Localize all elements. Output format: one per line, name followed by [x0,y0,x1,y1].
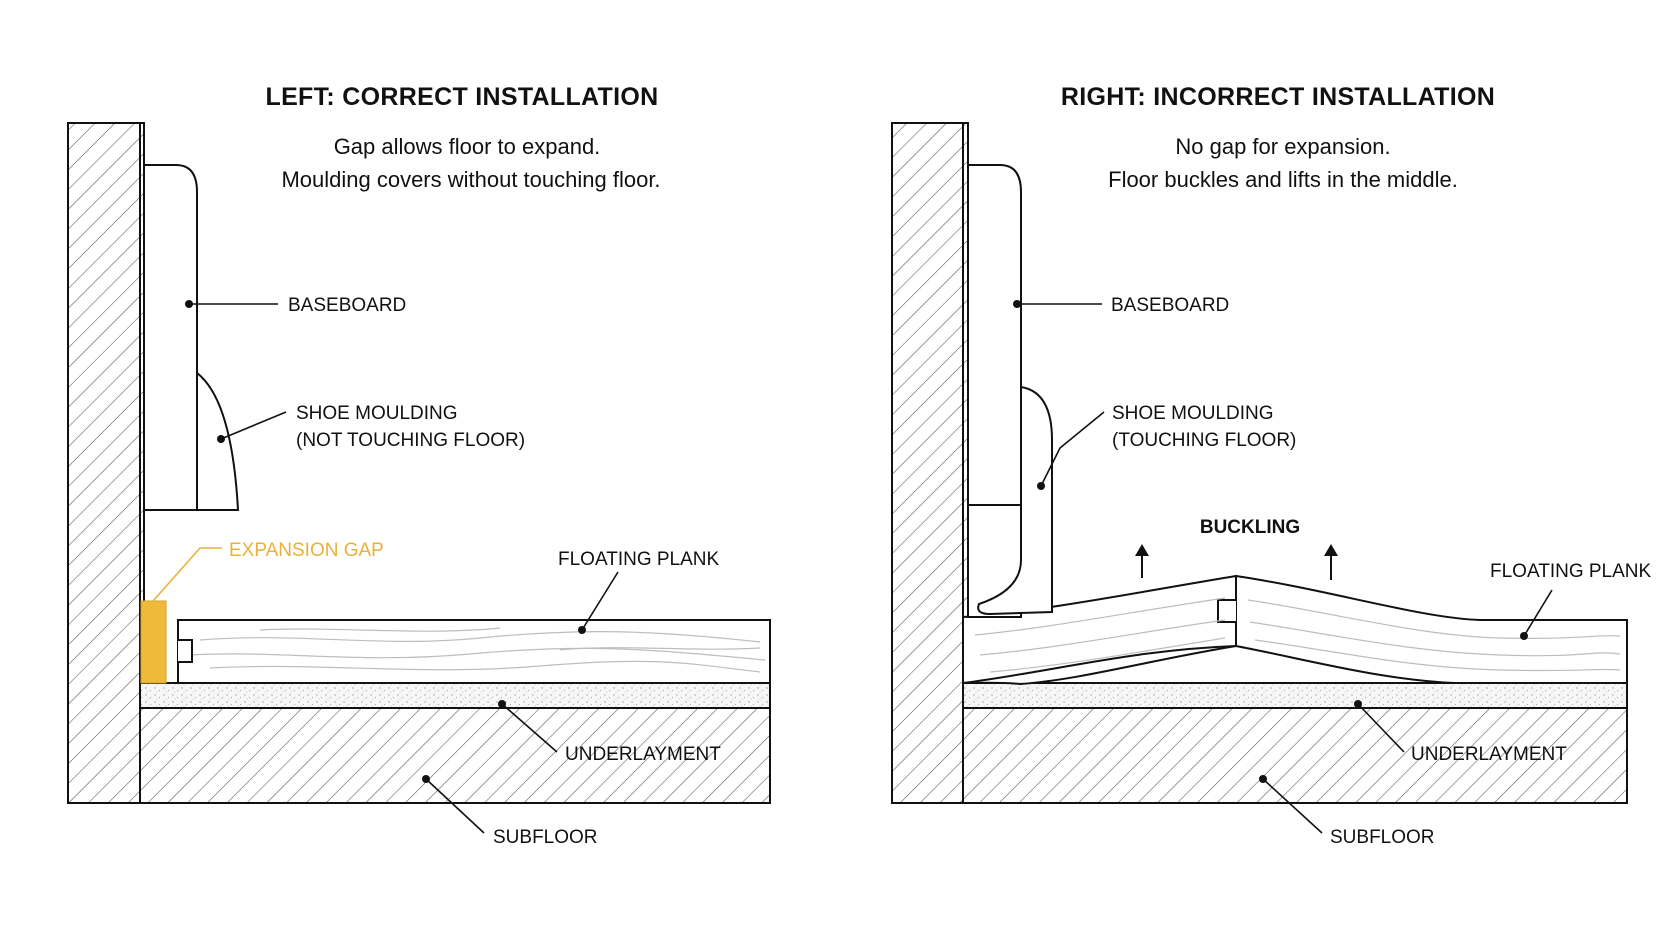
right-underlayment-callout: UNDERLAYMENT [1354,700,1567,765]
right-baseboard [967,164,1022,511]
left-underlayment-callout: UNDERLAYMENT [498,700,721,765]
left-shoe-moulding-callout: SHOE MOULDING (NOT TOUCHING FLOOR) [217,403,525,451]
left-subfloor-label: SUBFLOOR [493,827,598,848]
left-underlayment [139,682,771,709]
expansion-gap-callout: EXPANSION GAP [152,540,384,602]
left-underlayment-label: UNDERLAYMENT [565,744,721,765]
left-floating-plank-label: FLOATING PLANK [558,549,720,570]
right-floating-plank-label: FLOATING PLANK [1490,561,1652,582]
expansion-gap [140,600,167,684]
right-shoe-moulding-label-line2: (TOUCHING FLOOR) [1112,430,1296,451]
left-floating-plank [177,619,771,684]
right-caption-line1: No gap for expansion. [1175,134,1390,159]
right-caption-line2: Floor buckles and lifts in the middle. [1108,167,1458,192]
right-underlayment [962,682,1628,709]
left-baseboard-callout: BASEBOARD [185,295,406,316]
right-wall [891,122,969,804]
buckling-arrow-left [1135,544,1149,578]
left-shoe-moulding-label-line1: SHOE MOULDING [296,403,458,424]
right-underlayment-label: UNDERLAYMENT [1411,744,1567,765]
left-caption-line1: Gap allows floor to expand. [334,134,601,159]
right-title: RIGHT: INCORRECT INSTALLATION [1061,83,1495,111]
left-subfloor [139,707,771,804]
right-shoe-moulding-label-line1: SHOE MOULDING [1112,403,1274,424]
right-shoe-moulding-callout: SHOE MOULDING (TOUCHING FLOOR) [1037,403,1296,490]
left-subfloor-callout: SUBFLOOR [422,775,598,848]
right-subfloor-callout: SUBFLOOR [1259,775,1435,848]
left-baseboard-label: BASEBOARD [288,295,406,316]
left-baseboard [143,164,198,511]
left-caption-line2: Moulding covers without touching floor. [281,167,660,192]
left-panel: LEFT: CORRECT INSTALLATION Gap allows fl… [67,83,771,848]
right-subfloor [962,707,1628,804]
buckling-arrow-right [1324,544,1338,580]
right-panel: RIGHT: INCORRECT INSTALLATION No gap for… [891,83,1652,848]
left-title: LEFT: CORRECT INSTALLATION [266,83,659,111]
left-shoe-moulding-label-line2: (NOT TOUCHING FLOOR) [296,430,525,451]
buckling-label: BUCKLING [1200,517,1300,538]
right-baseboard-callout: BASEBOARD [1013,295,1229,316]
right-baseboard-label: BASEBOARD [1111,295,1229,316]
right-shoe-moulding [977,385,1053,616]
right-subfloor-label: SUBFLOOR [1330,827,1435,848]
right-floating-plank-callout: FLOATING PLANK [1490,561,1652,640]
left-shoe-moulding [196,370,240,511]
expansion-gap-label: EXPANSION GAP [229,540,384,561]
left-floating-plank-callout: FLOATING PLANK [558,549,720,634]
right-floating-plank [962,574,1628,686]
left-wall [67,122,145,804]
